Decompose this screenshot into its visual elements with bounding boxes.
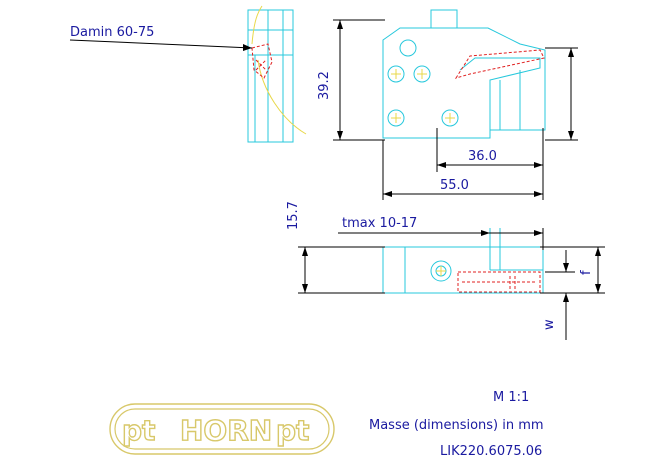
screw-hole (387, 65, 405, 83)
screw-hole (441, 109, 459, 127)
logo-mark-right: pt (276, 414, 309, 447)
damin-leader-line (69, 39, 253, 49)
logo-mark-left: pt (122, 414, 155, 447)
width-outer-dimension-label: 55.0 (440, 178, 469, 193)
workpiece-contour (251, 5, 263, 45)
part-number-label: LIK220.6075.06 (440, 444, 542, 459)
logo-wordmark: HORN (180, 414, 272, 447)
insert-outline (457, 271, 541, 293)
horn-logo: pt HORN pt (109, 403, 335, 455)
width-inner-dimension-label: 36.0 (468, 149, 497, 164)
insert-outline (454, 49, 545, 79)
front-view-body (382, 27, 546, 139)
logo-outer-frame (109, 403, 335, 455)
leader-arrowhead (243, 44, 252, 51)
front-view (382, 9, 546, 139)
f-label: f (579, 270, 594, 275)
side-view: Damin 60-75 (69, 5, 307, 143)
damin-label: Damin 60-75 (70, 25, 154, 40)
top-clamp-block (430, 9, 458, 29)
insert-seat (459, 57, 541, 130)
front-view-dimensions: 39.2 36.0 55.0 (317, 19, 578, 200)
side-view-body (247, 9, 294, 143)
height-dimension-label: 39.2 (317, 71, 332, 100)
tmax-label: tmax 10-17 (342, 216, 417, 231)
clamp-screw-head (430, 260, 452, 282)
top-view-dimensions: 15.7 tmax 10-17 f w (286, 201, 605, 340)
side-height-dimension-label: 15.7 (286, 201, 301, 230)
logo-inner-frame (114, 408, 330, 450)
units-label: Masse (dimensions) in mm (369, 418, 544, 433)
clamp-screw-hole (399, 39, 417, 57)
scale-label: M 1:1 (493, 390, 529, 405)
workpiece-contour (257, 59, 307, 135)
hole-crosshairs (391, 69, 455, 123)
screw-hole (413, 65, 431, 83)
insert-outline (255, 59, 267, 71)
top-view (382, 228, 544, 294)
w-label: w (542, 319, 557, 330)
screw-hole (387, 109, 405, 127)
